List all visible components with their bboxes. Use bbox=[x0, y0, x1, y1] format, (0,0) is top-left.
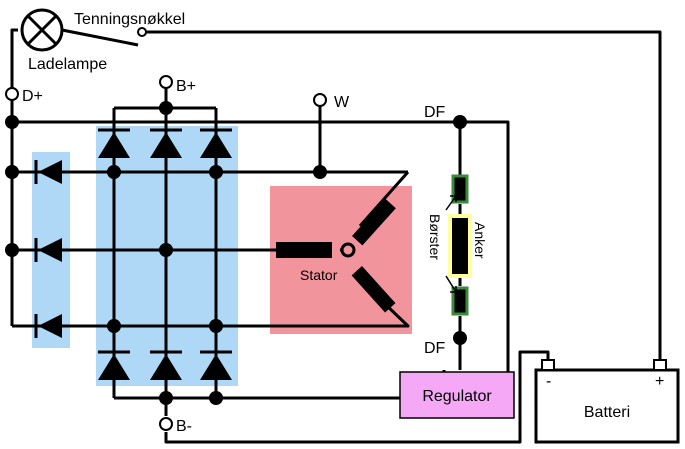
d-plus-label: D+ bbox=[22, 88, 43, 105]
lower-diode-2 bbox=[150, 350, 182, 380]
charge-lamp-label: Ladelampe bbox=[28, 56, 107, 73]
brush-lower bbox=[451, 286, 469, 316]
battery-plus-label: + bbox=[655, 373, 664, 390]
exciter-diode-2 bbox=[34, 238, 62, 262]
ignition-key-contact bbox=[137, 27, 147, 37]
terminal-w bbox=[313, 93, 327, 107]
b-minus-label: B- bbox=[176, 418, 192, 435]
stator-winding-upper bbox=[352, 198, 396, 246]
battery-minus-post bbox=[541, 359, 555, 371]
upper-diode-2 bbox=[150, 128, 182, 158]
stator-label: Stator bbox=[300, 267, 338, 283]
regulator-label: Regulator bbox=[422, 388, 492, 405]
b-plus-label: B+ bbox=[176, 78, 196, 95]
df-top-label: DF bbox=[424, 104, 446, 121]
battery-minus-label: - bbox=[546, 373, 551, 390]
exciter-diode-1 bbox=[34, 160, 62, 184]
brush-arrows bbox=[445, 195, 457, 293]
junction-dots bbox=[5, 101, 467, 405]
stator-winding-lower bbox=[351, 266, 396, 313]
terminal-b-minus bbox=[159, 417, 173, 431]
regulator-box bbox=[399, 371, 515, 419]
upper-diode-3 bbox=[200, 128, 232, 158]
stator-star-point bbox=[340, 242, 356, 258]
armature bbox=[452, 218, 468, 274]
upper-diode-1 bbox=[98, 128, 130, 158]
df-bottom-label: DF bbox=[424, 340, 446, 357]
stator-winding-horizontal bbox=[276, 242, 332, 258]
terminal-b-plus bbox=[159, 75, 173, 89]
battery-plus-post bbox=[653, 359, 667, 371]
ignition-key-label: Tenningsnøkkel bbox=[74, 11, 185, 28]
armature-label: Anker bbox=[472, 222, 488, 259]
battery-box bbox=[534, 368, 680, 444]
lower-diode-3 bbox=[200, 350, 232, 380]
terminal-d-plus bbox=[5, 87, 19, 101]
exciter-diode-3 bbox=[34, 314, 62, 338]
battery-label: Batteri bbox=[584, 404, 630, 421]
brushes-label: Børster bbox=[427, 214, 443, 260]
charge-lamp-icon bbox=[20, 8, 64, 52]
lower-diode-1 bbox=[98, 350, 130, 380]
w-label: W bbox=[334, 94, 350, 111]
